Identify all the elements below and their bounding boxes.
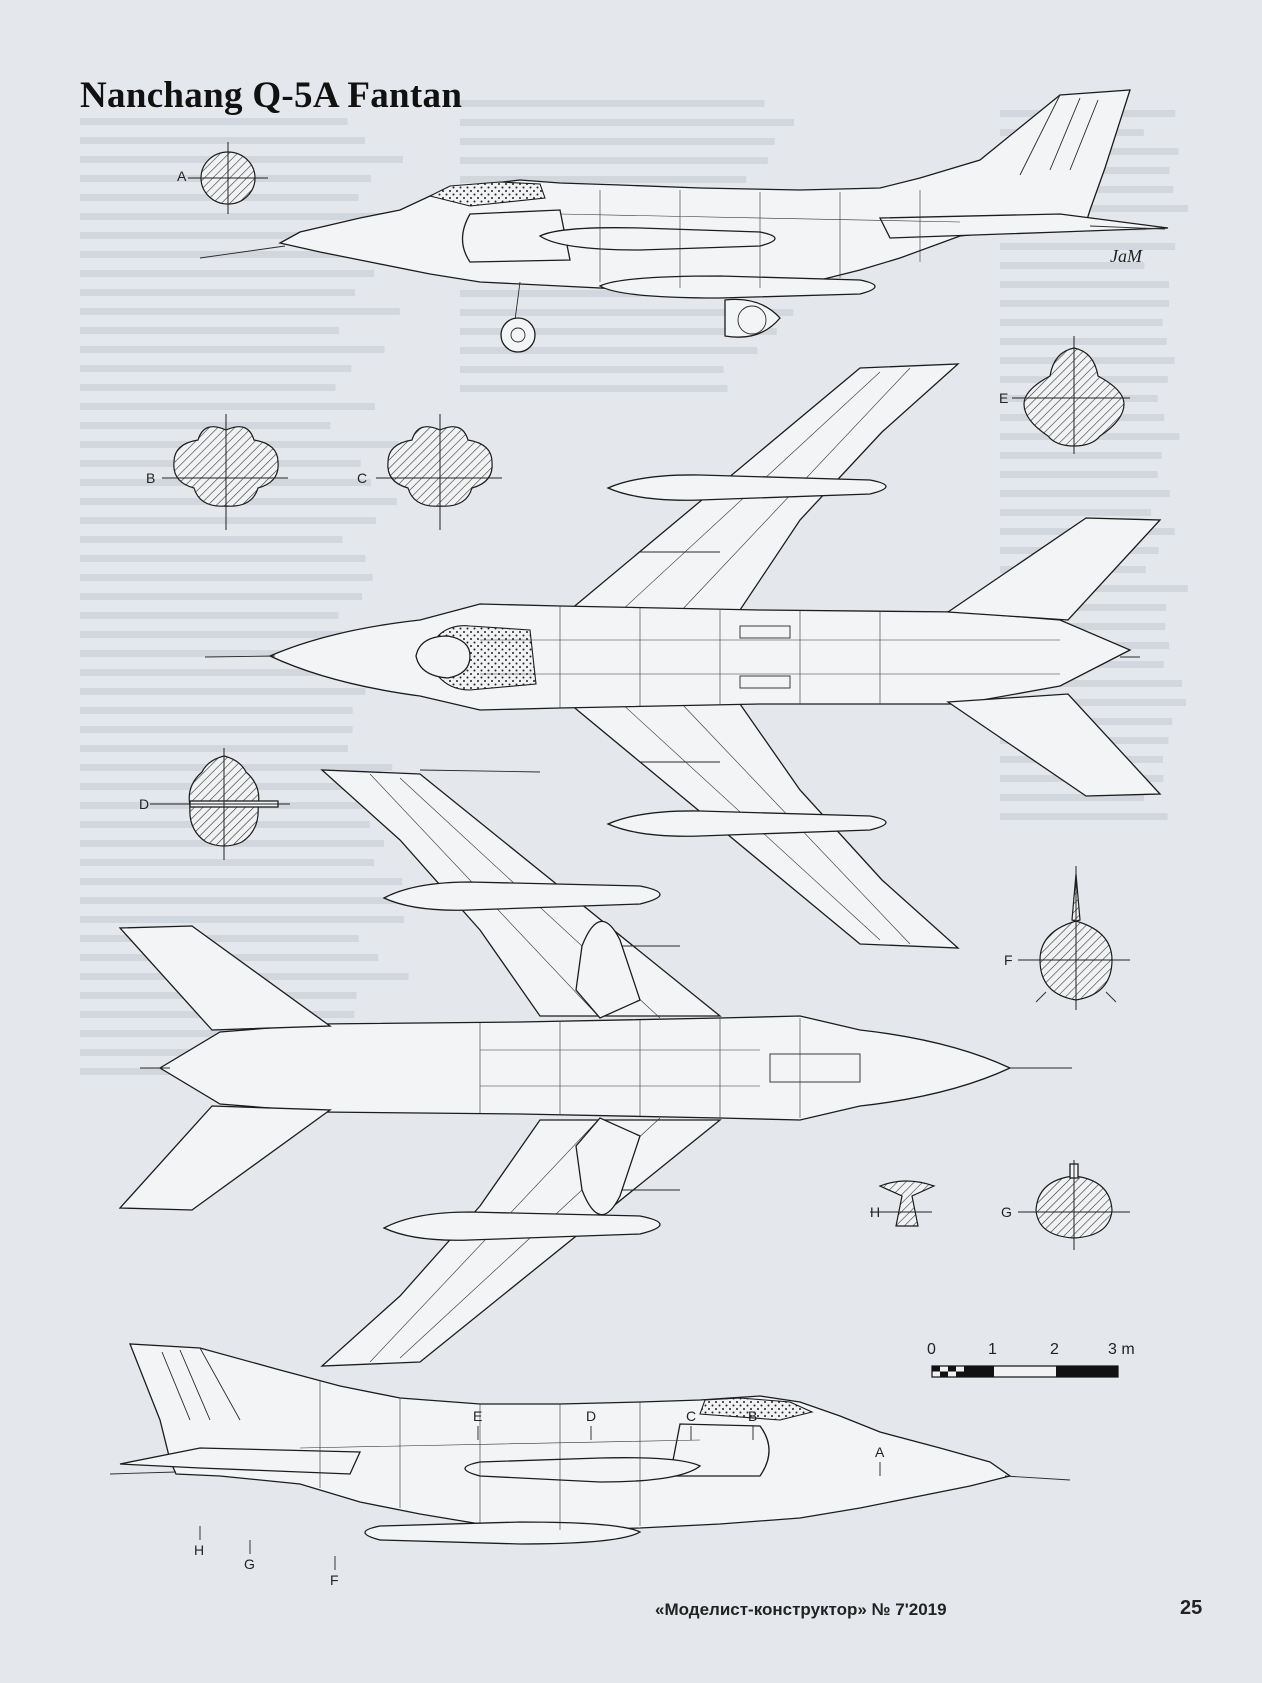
marker-label-d: D [586,1408,597,1424]
scale-tick-1: 1 [988,1341,997,1358]
marker-label-b: B [748,1408,758,1424]
section-markers [199,1426,881,1570]
marker-label-e: E [473,1408,483,1424]
section-d [150,748,290,860]
scale-tick-3: 3 m [1108,1341,1135,1358]
section-c [376,414,502,530]
marker-label-h: H [194,1542,205,1558]
marker-label-c: C [686,1408,697,1424]
scale-tick-0: 0 [927,1341,936,1358]
scale-bar [931,1365,1119,1378]
side-view-left [199,89,1169,353]
section-h [870,1180,936,1227]
page-title: Nanchang Q-5A Fantan [80,75,463,116]
artist-signature: JaM [1110,246,1142,266]
section-label-a: A [177,168,187,184]
top-view [204,363,1162,949]
scale-tick-2: 2 [1050,1341,1059,1358]
section-label-h: H [870,1204,881,1220]
section-a [188,142,268,214]
marker-label-g: G [244,1556,255,1572]
section-label-g: G [1001,1204,1012,1220]
publication-name: «Моделист-конструктор» № 7'2019 [655,1600,947,1619]
page-number: 25 [1180,1597,1203,1619]
section-b [162,414,288,530]
side-view-right [109,1343,1071,1545]
section-e [1012,336,1130,454]
section-label-b: B [146,470,156,486]
cross-sections [150,142,1130,1250]
section-label-c: C [357,470,368,486]
marker-label-a: A [875,1444,885,1460]
bottom-view [118,769,1072,1367]
section-label-d: D [139,796,150,812]
section-g [1018,1160,1130,1250]
section-label-e: E [999,390,1009,406]
section-label-f: F [1004,952,1013,968]
section-f [1018,866,1130,1010]
marker-label-f: F [330,1572,339,1588]
